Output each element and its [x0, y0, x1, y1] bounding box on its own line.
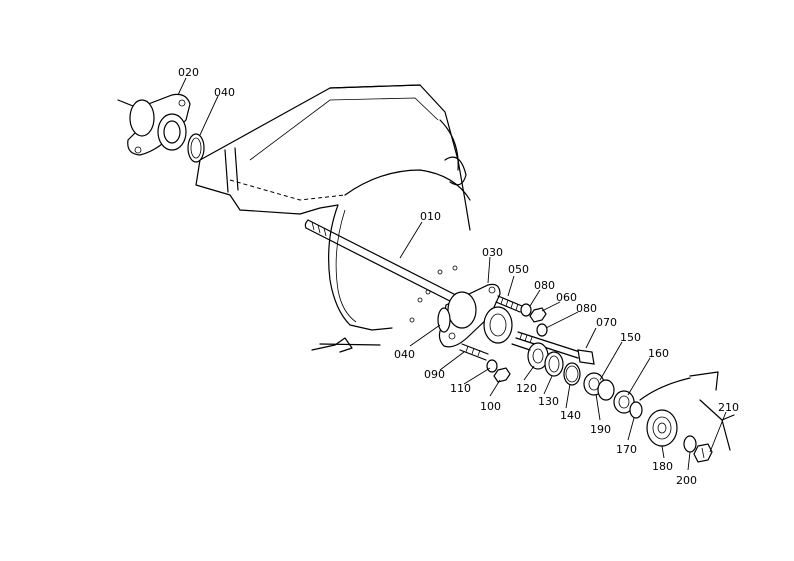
label-070: 070 — [596, 316, 617, 329]
washer-110 — [486, 359, 498, 373]
o-ring-040-lower — [437, 307, 451, 333]
label-110: 110 — [450, 382, 471, 395]
stud-bolt-090 — [459, 343, 489, 361]
pulley-180 — [646, 409, 678, 447]
snap-ring-140 — [563, 362, 581, 386]
ring-170 — [629, 401, 643, 419]
label-170: 170 — [616, 443, 637, 456]
label-150: 150 — [620, 331, 641, 344]
nut-210 — [693, 443, 713, 463]
label-160: 160 — [648, 347, 669, 360]
label-030: 030 — [482, 246, 503, 259]
label-010: 010 — [420, 210, 441, 223]
label-060: 060 — [556, 291, 577, 304]
washer-080-lower — [536, 323, 548, 337]
label-080-upper: 080 — [534, 279, 555, 292]
label-090: 090 — [424, 368, 445, 381]
label-100: 100 — [480, 400, 501, 413]
label-040-lower: 040 — [394, 348, 415, 361]
transmission-housing — [195, 84, 735, 451]
part-labels: 020 040 010 030 050 080 060 080 070 150 … — [178, 66, 739, 487]
label-180: 180 — [652, 460, 673, 473]
leader-lines — [177, 77, 727, 471]
nut-060 — [529, 307, 547, 323]
label-210: 210 — [718, 401, 739, 414]
label-080-lower: 080 — [576, 302, 597, 315]
collar-150 — [597, 379, 615, 401]
label-050: 050 — [508, 263, 529, 276]
label-190: 190 — [590, 423, 611, 436]
washer-080-upper — [520, 303, 532, 317]
washer-200 — [683, 435, 697, 453]
o-ring-040-upper — [187, 133, 205, 163]
label-040-upper: 040 — [214, 86, 235, 99]
bearing-housing-030 — [438, 283, 513, 348]
bearing-housing-020 — [117, 93, 191, 156]
label-120: 120 — [516, 382, 537, 395]
bolt-070 — [515, 331, 595, 365]
stud-bolt-050 — [495, 295, 523, 313]
label-020: 020 — [178, 66, 199, 79]
seal-130 — [544, 351, 564, 377]
label-200: 200 — [676, 474, 697, 487]
label-140: 140 — [560, 409, 581, 422]
label-130: 130 — [538, 395, 559, 408]
nut-100 — [493, 367, 511, 383]
bearing-120 — [511, 342, 549, 370]
